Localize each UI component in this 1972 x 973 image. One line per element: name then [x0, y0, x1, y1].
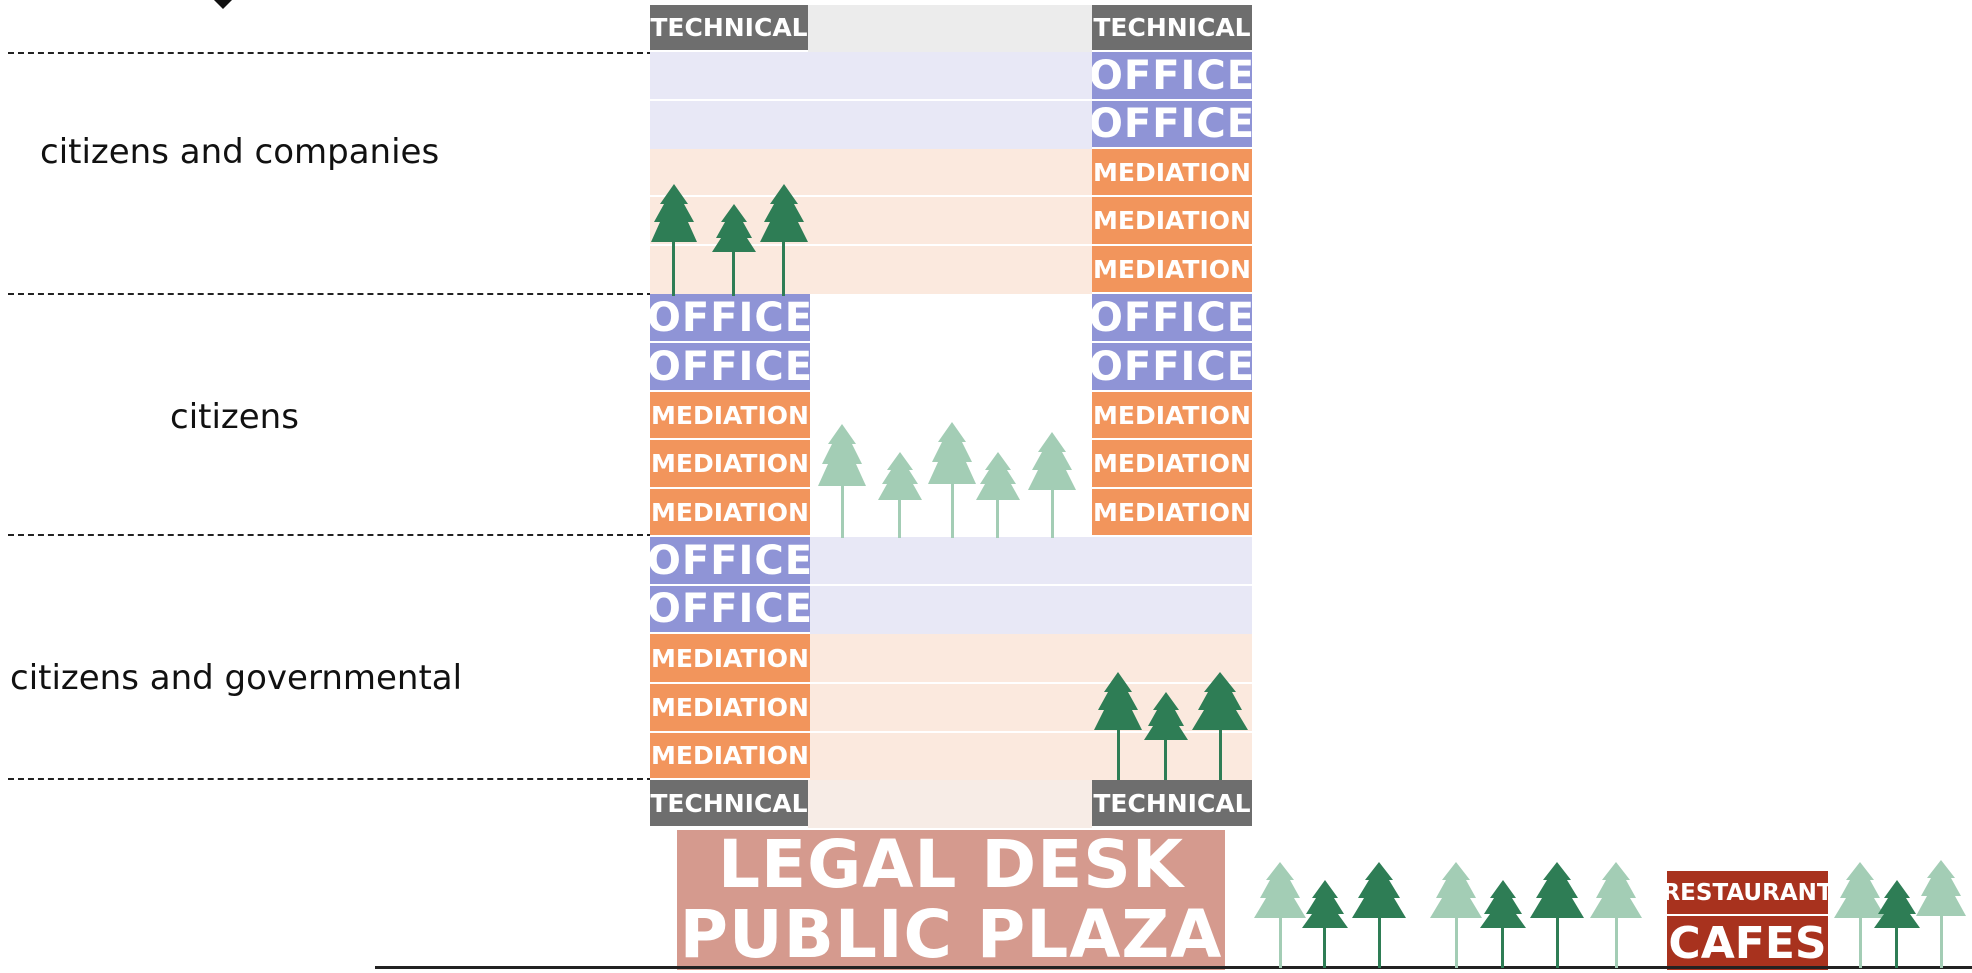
office-block: OFFICE [650, 537, 810, 586]
office-block: OFFICE [1092, 343, 1252, 392]
tree-icon [651, 184, 697, 296]
mediation-block: MEDIATION [650, 733, 810, 780]
technical-block: TECHNICAL [1092, 780, 1252, 828]
technical-block: TECHNICAL [1092, 5, 1252, 52]
mediation-block: MEDIATION [650, 392, 810, 440]
technical-block: TECHNICAL [650, 780, 808, 828]
technical-block: TECHNICAL [650, 5, 808, 52]
zone-label-citizens-and-companies: citizens and companies [40, 132, 440, 172]
mediation-block: MEDIATION [650, 440, 810, 489]
tree-icon [1480, 880, 1526, 968]
cafes-label: CAFES [1668, 917, 1827, 969]
tree-icon [976, 452, 1020, 538]
mediation-block: MEDIATION [1092, 440, 1252, 489]
tree-icon [1834, 862, 1886, 968]
tree-icon [1590, 862, 1642, 968]
tree-icon [1352, 862, 1406, 968]
zone-label-citizens-and-governmental: citizens and governmental [10, 658, 463, 698]
mediation-block: MEDIATION [1092, 392, 1252, 440]
office-block: OFFICE [650, 294, 810, 343]
zone-divider-line [8, 778, 653, 780]
office-block: OFFICE [650, 343, 810, 392]
band-separator [650, 195, 1252, 197]
legal-desk-label: LEGAL DESK [718, 826, 1184, 903]
mediation-block: MEDIATION [650, 634, 810, 684]
tree-icon [712, 204, 756, 296]
tree-icon [1302, 880, 1348, 968]
tree-icon [1916, 860, 1966, 968]
tree-icon [1028, 432, 1076, 538]
zone-divider-line [8, 293, 653, 295]
mediation-block: MEDIATION [650, 684, 810, 733]
office-block: OFFICE [650, 586, 810, 634]
tree-icon [928, 422, 976, 538]
office-block: OFFICE [1092, 52, 1252, 101]
mediation-block: MEDIATION [1092, 246, 1252, 294]
office-block: OFFICE [1092, 101, 1252, 149]
tree-icon [1430, 862, 1482, 968]
tree-icon [878, 452, 922, 538]
tree-icon [1094, 672, 1142, 780]
zone-label-citizens: citizens [170, 397, 299, 437]
legal-desk-public-plaza-block: LEGAL DESK PUBLIC PLAZA [677, 830, 1225, 970]
band-separator [650, 682, 1252, 684]
restaurant-label: RESTAURANT [1662, 871, 1833, 916]
zone-divider-line [8, 52, 653, 54]
tree-icon [1192, 672, 1248, 780]
office-block: OFFICE [1092, 294, 1252, 343]
tree-icon [760, 184, 808, 296]
restaurant-cafes-block: RESTAURANT CAFES [1662, 871, 1833, 970]
tree-icon [818, 424, 866, 538]
public-plaza-label: PUBLIC PLAZA [679, 896, 1223, 973]
tree-icon [1874, 880, 1920, 968]
tree-icon [1144, 692, 1188, 780]
mediation-block: MEDIATION [1092, 489, 1252, 537]
arrow-down-icon [214, 0, 232, 9]
mediation-block: MEDIATION [1092, 149, 1252, 197]
band-separator [650, 244, 1252, 246]
band-separator [650, 731, 1252, 733]
band-separator [650, 584, 1252, 586]
ground-line [375, 966, 1972, 969]
mediation-block: MEDIATION [650, 489, 810, 537]
zone-divider-line [8, 534, 653, 536]
band-separator [650, 99, 1252, 101]
tree-icon [1254, 862, 1306, 968]
tree-icon [1530, 862, 1584, 968]
mediation-block: MEDIATION [1092, 197, 1252, 246]
